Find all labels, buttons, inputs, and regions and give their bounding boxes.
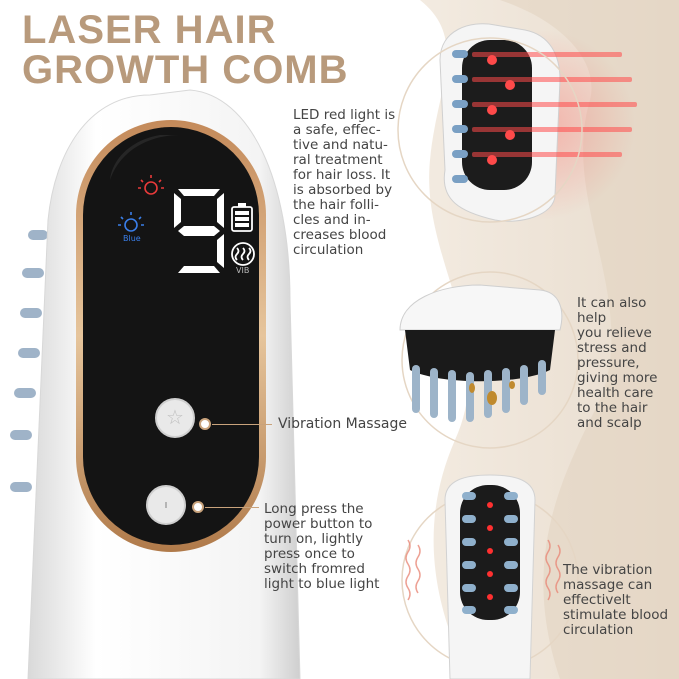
vibration-button[interactable]: ☆ <box>155 398 195 438</box>
power-button-text: Long press the power button to turn on, … <box>264 501 380 592</box>
vibration-massage-label: Vibration Massage <box>278 416 407 432</box>
comb-scalp-view <box>399 271 579 449</box>
vibration-leader-line <box>212 424 272 425</box>
power-leader-dot <box>192 501 204 513</box>
blue-mode-label: Blue <box>123 234 141 243</box>
star-button-icon: ☆ <box>166 407 184 429</box>
led-red-light-text: LED red light is a safe, effec- tive and… <box>293 107 396 258</box>
relieve-stress-text: It can also help you relieve stress and … <box>577 295 658 431</box>
vibration-stimulate-text: The vibration massage can effectivelt st… <box>563 562 669 638</box>
power-button[interactable] <box>146 485 186 525</box>
power-leader-line <box>205 507 259 508</box>
comb-red-light-view <box>397 23 637 223</box>
main-comb <box>10 89 301 679</box>
page-title-line1: LASER HAIR <box>22 8 277 52</box>
vibration-leader-dot <box>199 418 211 430</box>
comb-vibration-view <box>401 474 579 679</box>
power-button-icon <box>165 502 167 508</box>
page-title-line2: GROWTH COMB <box>22 48 349 92</box>
vib-mode-label: VIB <box>236 266 250 275</box>
